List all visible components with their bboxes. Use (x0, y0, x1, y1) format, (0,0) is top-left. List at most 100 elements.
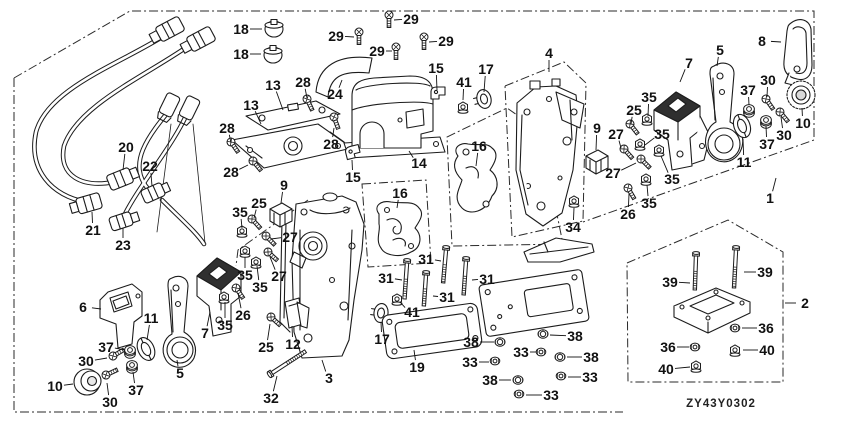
part-number-38: 38 (567, 328, 583, 344)
callout-leader-5 (176, 359, 179, 367)
part-number-4: 4 (545, 45, 553, 61)
part-number-9: 9 (593, 120, 601, 136)
part-number-24: 24 (327, 86, 343, 102)
part-number-35: 35 (232, 204, 248, 220)
fasteners (101, 10, 791, 399)
part-number-33: 33 (513, 344, 529, 360)
part-number-7: 7 (685, 55, 693, 71)
callout-leader-29 (428, 40, 438, 43)
callout-leader-31 (471, 279, 479, 281)
link-plate-12 (284, 297, 310, 329)
assembly-boundary-lines (13, 10, 815, 413)
part-number-38: 38 (583, 349, 599, 365)
part-number-37: 37 (98, 339, 114, 355)
cable-plug (148, 16, 185, 44)
connector-23 (108, 211, 141, 232)
callout-leader-35 (240, 218, 243, 229)
callout-leader-27 (269, 256, 276, 270)
cushion-9-right (585, 149, 609, 175)
part-number-38: 38 (482, 372, 498, 388)
control-housing-3 (279, 192, 365, 359)
callout-leader-35 (660, 155, 669, 173)
part-number-26: 26 (235, 307, 251, 323)
part-number-34: 34 (565, 219, 581, 235)
callout-leader-39 (678, 281, 691, 284)
callout-leader-25 (630, 116, 633, 125)
part-number-35: 35 (237, 267, 253, 283)
part-number-29: 29 (369, 43, 385, 59)
callout-leader-16 (396, 199, 399, 209)
part-number-6: 6 (79, 299, 87, 315)
part-number-33: 33 (462, 354, 478, 370)
lever-arm-5-left (162, 275, 197, 368)
callout-leader-26 (627, 193, 630, 208)
part-number-35: 35 (641, 195, 657, 211)
part-number-31: 31 (439, 289, 455, 305)
part-number-14: 14 (411, 155, 427, 171)
part-number-39: 39 (757, 264, 773, 280)
part-number-39: 39 (662, 274, 678, 290)
callout-leader-30 (780, 116, 783, 129)
part-number-41: 41 (404, 304, 420, 320)
cover-plate-34 (523, 237, 595, 263)
part-number-37: 37 (740, 82, 756, 98)
part-number-22: 22 (142, 158, 158, 174)
knob-10-left (73, 368, 102, 396)
callout-leader-12 (291, 325, 293, 338)
part-number-37: 37 (128, 382, 144, 398)
diagram-code: ZY43Y0302 (686, 398, 756, 410)
callout-leader-8 (770, 40, 782, 43)
callout-leader-14 (408, 150, 414, 158)
part-number-1: 1 (766, 190, 774, 206)
part-number-36: 36 (660, 339, 676, 355)
callout-leader-16 (475, 152, 479, 167)
connector-21 (68, 192, 103, 215)
part-number-15: 15 (428, 60, 444, 76)
callout-leader-21 (91, 211, 93, 224)
part-number-32: 32 (263, 390, 279, 406)
part16-right-box (446, 107, 564, 247)
callout-leader-6 (91, 307, 102, 310)
part-number-28: 28 (295, 74, 311, 90)
callout-leader-13 (254, 111, 262, 125)
gasket-16-right (453, 143, 498, 213)
part-number-30: 30 (78, 353, 94, 369)
cable-plug (179, 26, 216, 54)
part-number-35: 35 (641, 89, 657, 105)
part-number-2: 2 (801, 295, 809, 311)
callout-leader-7 (679, 69, 686, 83)
part-number-18: 18 (233, 21, 249, 37)
callout-leader-24 (338, 79, 343, 88)
spacer-block (673, 287, 751, 334)
part2-box (626, 219, 784, 383)
cover-24 (315, 56, 373, 98)
callout-leader-38 (549, 334, 567, 337)
part-number-30: 30 (760, 72, 776, 88)
base-plate (478, 269, 590, 337)
part-number-3: 3 (325, 370, 333, 386)
lever-arm-5-right (705, 62, 744, 163)
part-number-27: 27 (608, 126, 624, 142)
part-number-16: 16 (392, 185, 408, 201)
callout-leader-27 (621, 162, 637, 171)
washer-11-right (732, 113, 752, 139)
clamp-15 (344, 86, 446, 161)
part-number-5: 5 (716, 42, 724, 58)
callout-leader-35 (647, 103, 649, 117)
part-number-40: 40 (658, 361, 674, 377)
part-number-35: 35 (654, 126, 670, 142)
part-number-7: 7 (201, 325, 209, 341)
gasket-19 (381, 302, 483, 360)
callout-leader-28 (332, 127, 335, 138)
part-number-28: 28 (223, 164, 239, 180)
right-lever-assembly (653, 19, 816, 171)
handle-bracket-6 (99, 283, 143, 349)
connector-20 (106, 166, 141, 191)
part-number-25: 25 (258, 339, 274, 355)
part-number-16: 16 (471, 138, 487, 154)
part-number-37: 37 (759, 136, 775, 152)
part4-box (504, 61, 587, 238)
callout-leader-31 (394, 278, 403, 281)
part-number-17: 17 (374, 331, 390, 347)
